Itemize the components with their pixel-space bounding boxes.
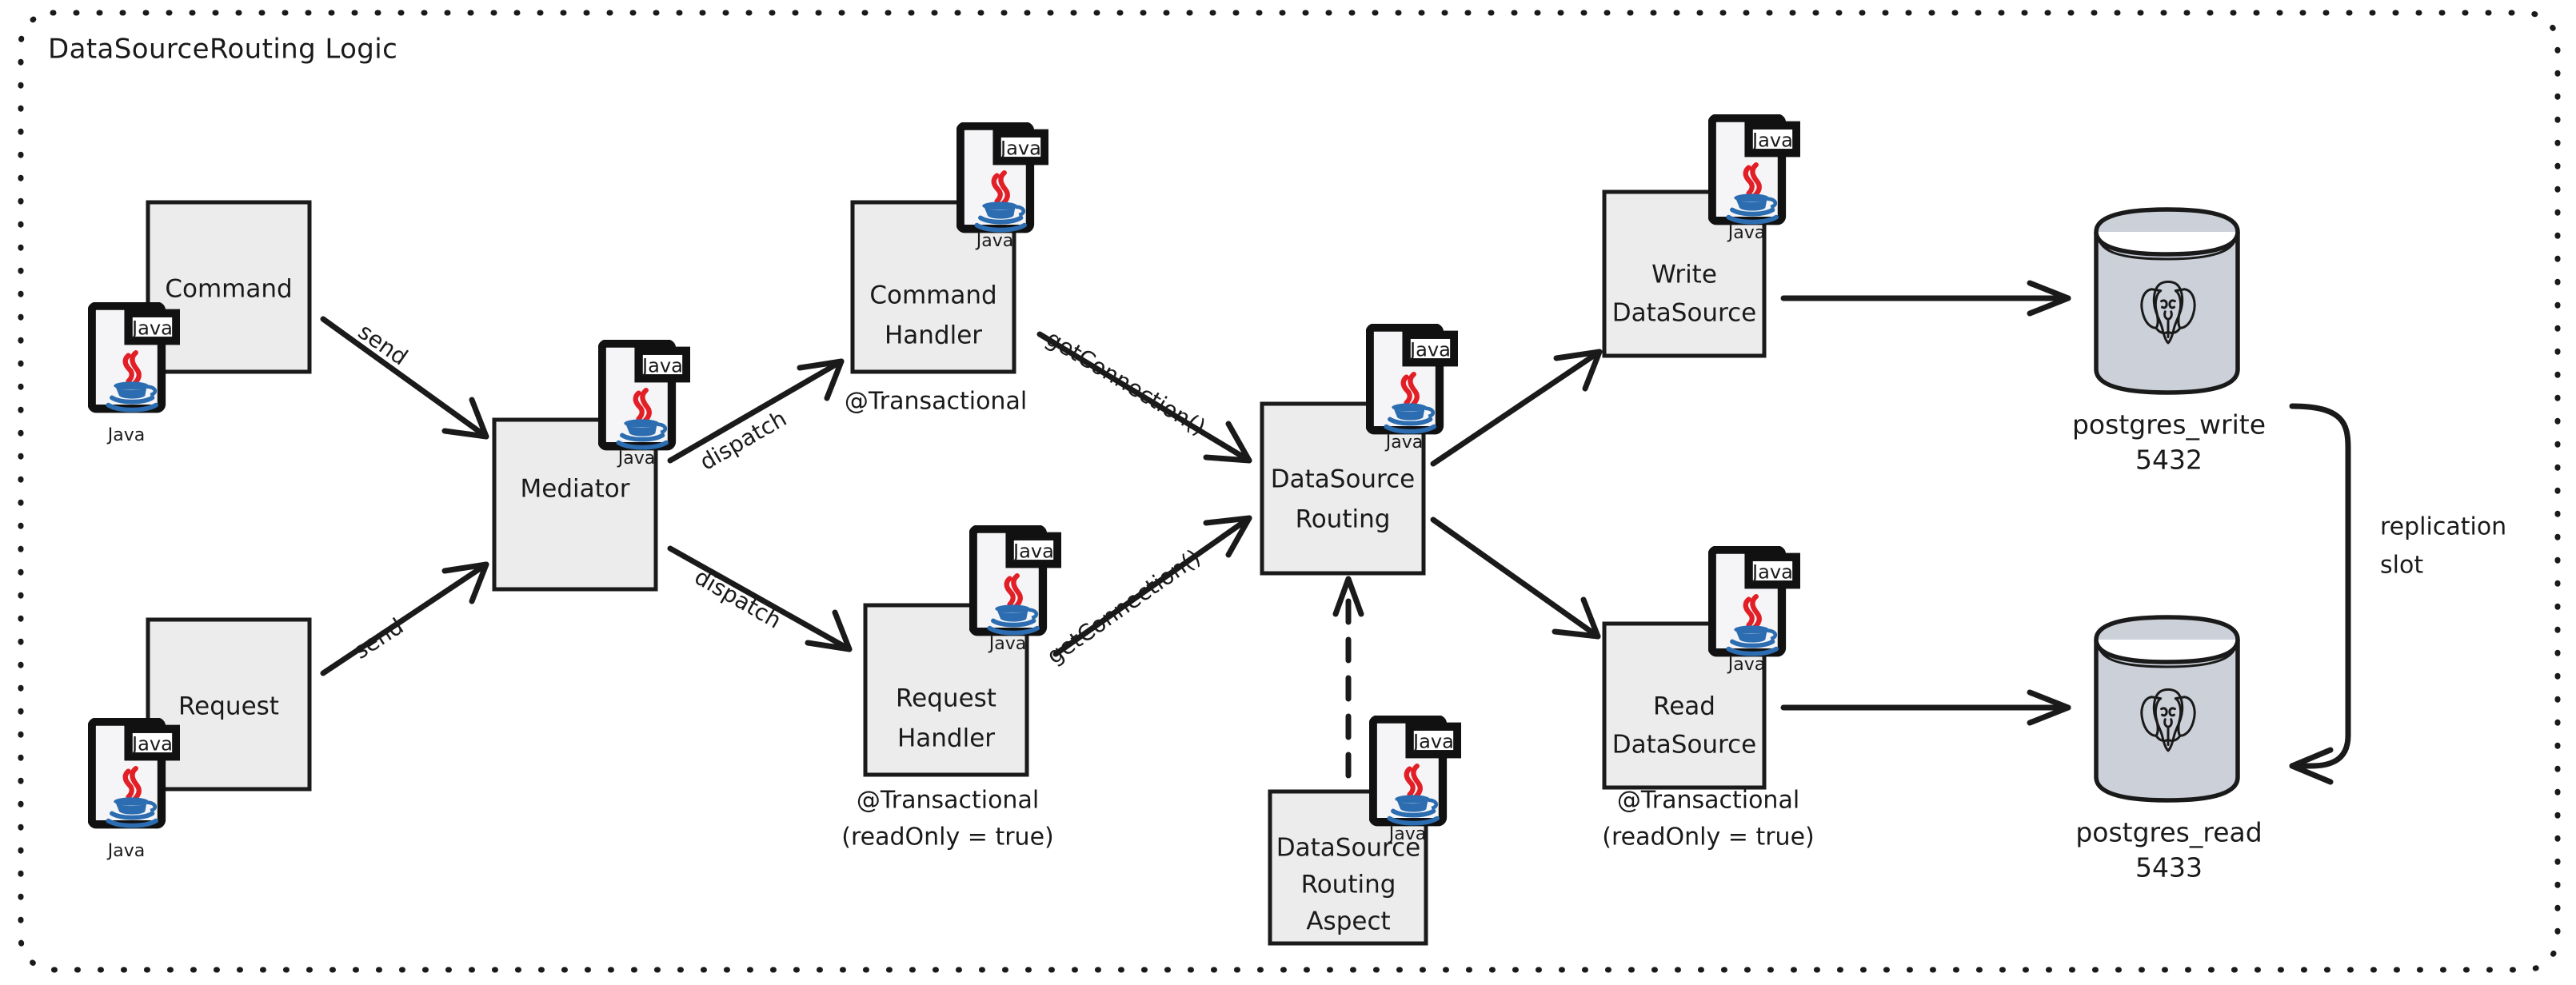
edge-command-handler-to-routing — [1036, 331, 1252, 464]
node-command-handler-label-line2: Handler — [885, 321, 982, 350]
edge-command-to-mediator — [320, 316, 489, 440]
node-routing-aspect-label-line2: Routing — [1301, 871, 1396, 899]
frame-title: DataSourceRouting Logic — [48, 34, 397, 66]
node-command-handler-label-line1: Command — [869, 281, 996, 310]
node-datasource-routing[interactable]: DataSource Routing Java — [1260, 328, 1455, 576]
node-mediator[interactable]: Mediator Java — [492, 344, 687, 592]
java-badge-caption: Java — [988, 634, 1026, 654]
node-read-datasource-label-line2: DataSource — [1612, 731, 1757, 760]
node-write-datasource[interactable]: Write DataSource Java — [1602, 118, 1797, 358]
database-postgres-write[interactable]: postgres_write 5432 — [2072, 207, 2266, 476]
node-routing-aspect-label-line1: DataSource — [1276, 834, 1421, 863]
java-file-icon: Java — [1712, 550, 1797, 675]
frame-border — [18, 10, 2561, 973]
annotation-group: @Transactional @Transactional (readOnly … — [841, 388, 1814, 851]
java-badge-caption: Java — [975, 231, 1013, 251]
edge-label-getconnection-request: getConnection() — [1042, 544, 1205, 669]
java-badge-caption: Java — [1384, 433, 1423, 453]
db-cylinder-icon — [2094, 207, 2240, 395]
note-read-datasource-line1: @Transactional — [1617, 787, 1799, 815]
note-request-handler-line1: @Transactional — [857, 787, 1039, 815]
replication-slot-line1: replication — [2380, 513, 2506, 541]
java-badge-caption: Java — [106, 841, 145, 861]
edge-request-handler-to-routing — [1052, 515, 1252, 657]
replication-slot-label: replication slot — [2380, 513, 2506, 580]
node-command[interactable]: Command Java — [92, 200, 312, 445]
note-request-handler-line2: (readOnly = true) — [841, 823, 1053, 851]
node-datasource-routing-label-line1: DataSource — [1271, 465, 1416, 494]
edge-routing-to-write-datasource — [1430, 349, 1603, 467]
node-datasource-routing-label-line2: Routing — [1296, 505, 1391, 534]
edge-request-to-mediator — [320, 561, 489, 676]
java-file-icon: Java — [92, 306, 177, 445]
java-file-icon: Java — [1370, 328, 1455, 453]
java-file-icon: Java — [92, 722, 177, 861]
node-command-handler[interactable]: Command Handler Java — [850, 126, 1045, 374]
db-port-label: 5433 — [2135, 852, 2203, 883]
java-badge-caption: Java — [617, 449, 655, 469]
node-command-label: Command — [165, 275, 292, 304]
java-badge-caption: Java — [106, 425, 145, 445]
node-request-label: Request — [178, 692, 279, 721]
edge-label-getconnection-command: getConnection() — [1041, 325, 1210, 441]
node-write-datasource-label-line1: Write — [1651, 261, 1717, 289]
db-name-label: postgres_read — [2075, 817, 2262, 848]
edge-mediator-to-request-handler — [667, 545, 853, 652]
edge-aspect-to-routing — [1332, 576, 1364, 779]
edge-read-datasource-to-postgres-read — [1780, 689, 2071, 726]
java-file-icon: Java — [961, 126, 1045, 251]
node-request-handler-label-line1: Request — [896, 684, 996, 713]
db-port-label: 5432 — [2135, 445, 2203, 476]
node-write-datasource-label-line2: DataSource — [1612, 299, 1757, 328]
node-request-handler-label-line2: Handler — [897, 724, 995, 753]
database-postgres-read[interactable]: postgres_read 5433 — [2075, 615, 2262, 883]
java-badge-caption: Java — [1727, 223, 1765, 243]
node-request[interactable]: Request Java — [92, 617, 312, 861]
edge-write-datasource-to-postgres-write — [1780, 280, 2071, 317]
edge-routing-to-read-datasource — [1430, 516, 1601, 640]
node-request-handler[interactable]: Request Handler Java — [863, 529, 1058, 777]
java-badge-caption: Java — [1727, 655, 1765, 675]
java-file-icon: Java — [602, 344, 687, 469]
node-read-datasource-label-line1: Read — [1653, 692, 1715, 721]
db-cylinder-icon — [2094, 615, 2240, 803]
node-read-datasource[interactable]: Read DataSource Java — [1602, 550, 1797, 790]
java-file-icon: Java — [1712, 118, 1797, 243]
java-badge-caption: Java — [1388, 824, 1426, 844]
note-command-handler: @Transactional — [845, 388, 1027, 416]
db-name-label: postgres_write — [2072, 409, 2266, 441]
edge-replication-slot — [2289, 403, 2351, 785]
node-mediator-label: Mediator — [521, 475, 630, 504]
edge-label-group: send send dispatch dispatch getConnectio… — [349, 318, 1210, 669]
replication-slot-line2: slot — [2380, 552, 2423, 580]
edge-label-dispatch-request: dispatch — [690, 564, 786, 634]
node-routing-aspect-label-line3: Aspect — [1306, 907, 1390, 936]
java-file-icon: Java — [973, 529, 1058, 654]
edge-mediator-to-command-handler — [667, 358, 845, 464]
note-read-datasource-line2: (readOnly = true) — [1602, 823, 1814, 851]
java-file-icon: Java — [1373, 720, 1458, 844]
node-routing-aspect[interactable]: DataSource Routing Aspect Java — [1268, 720, 1458, 946]
